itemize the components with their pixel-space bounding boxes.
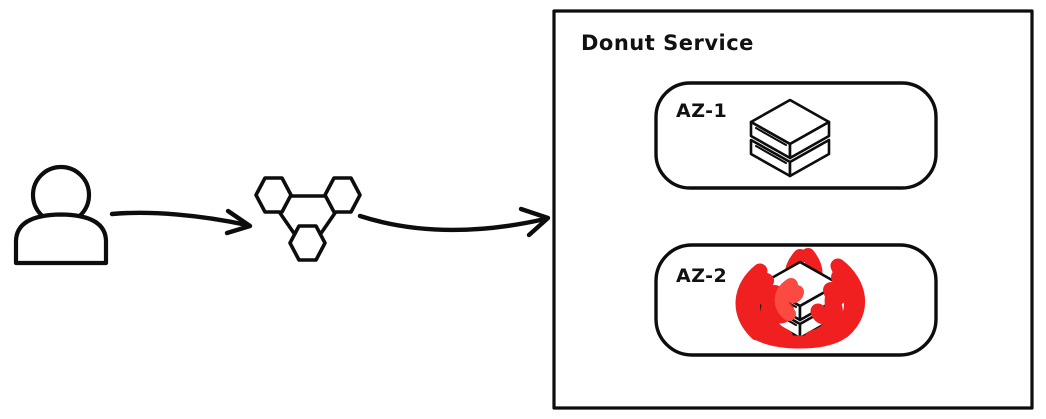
server-right-face-lower [788,138,831,178]
az-1-zone[interactable]: AZ-1 [654,81,938,190]
arrow-2-head-icon [518,206,551,238]
network-node-2 [323,176,362,214]
az-1-label: AZ-1 [676,100,727,122]
service-title: Donut Service [581,31,754,55]
server-stack-icon [749,98,831,178]
network-node-1 [254,176,293,214]
arrow-user-to-network [109,208,253,236]
flame-front-center [774,278,804,321]
person-body-icon [13,212,109,266]
hexagon-network-icon[interactable] [254,176,362,262]
fire-icon-front [743,269,860,349]
arrow-network-to-service [357,206,551,238]
az-2-zone[interactable]: AZ-2 [654,243,938,357]
flame-base [753,327,847,349]
server-slot-line-2 [754,144,788,165]
server-slot-line-1 [754,126,788,147]
network-node-3 [288,224,327,262]
person-icon[interactable] [13,164,109,266]
arrow-1-shaft [109,210,250,228]
az-2-label: AZ-2 [676,265,727,287]
arrow-1-head-icon [224,208,253,236]
flame-front-right [823,269,860,338]
server-right-face-upper [788,120,831,160]
arrow-2-shaft [357,213,548,233]
